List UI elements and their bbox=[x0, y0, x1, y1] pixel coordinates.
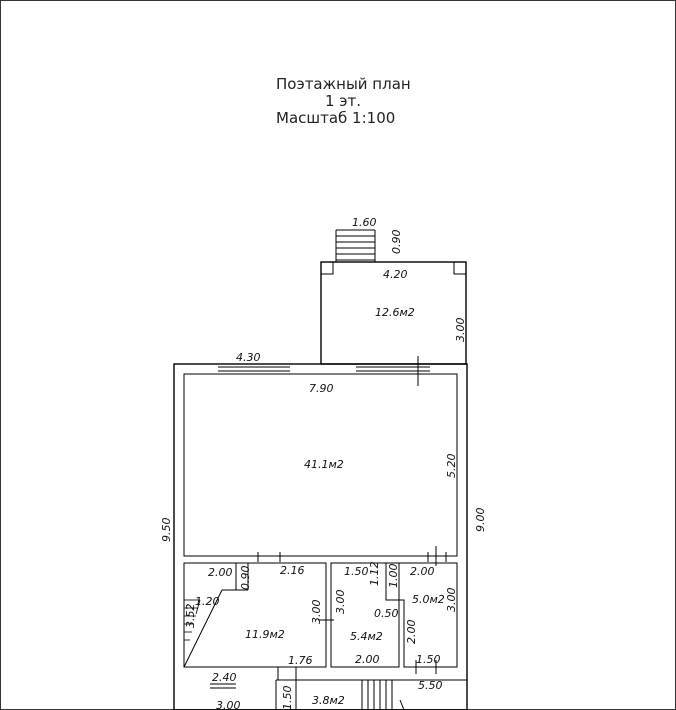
room-b-side-dim: 1.12 bbox=[368, 562, 381, 587]
room-a-stair-dim: 3.52 bbox=[184, 604, 197, 629]
room-a-door-dim: 1.76 bbox=[288, 654, 313, 667]
room-c-area-label: 5.0м2 bbox=[412, 593, 445, 606]
room-c bbox=[385, 562, 458, 674]
room-c-width-dim: 2.00 bbox=[410, 565, 435, 578]
room-a-small-dim: 0.90 bbox=[239, 566, 252, 591]
room-b-depth-dim: 3.00 bbox=[334, 590, 347, 615]
porch-width-dim: 4.20 bbox=[383, 268, 408, 281]
rear-block bbox=[275, 679, 467, 710]
corridor-area-label: 3.8м2 bbox=[312, 694, 345, 707]
room-a-side-dim: 1.20 bbox=[195, 595, 220, 608]
porch-area-label: 12.6м2 bbox=[375, 306, 415, 319]
room-b-width-dim: 1.50 bbox=[344, 565, 369, 578]
room-a-width-dim: 2.00 bbox=[208, 566, 233, 579]
main-hall-walls bbox=[173, 356, 468, 710]
floor-label: 1 эт. bbox=[325, 92, 361, 110]
plan-title: Поэтажный план bbox=[276, 75, 411, 93]
stair-width-dim: 1.60 bbox=[352, 216, 377, 229]
main-area-label: 41.1м2 bbox=[304, 458, 344, 471]
room-c-top-dim: 1.00 bbox=[387, 564, 400, 589]
room-b-bottom-dim: 2.00 bbox=[355, 653, 380, 666]
room-b bbox=[330, 562, 400, 668]
stair-depth-dim: 0.90 bbox=[390, 230, 403, 255]
room-a-area-label: 11.9м2 bbox=[245, 628, 285, 641]
corridor-width-dim: 1.50 bbox=[281, 686, 294, 710]
room-a-wall-dim: 2.16 bbox=[280, 564, 305, 577]
room-c-left-dim: 2.00 bbox=[405, 620, 418, 645]
bottom-left-dim: 3.00 bbox=[216, 699, 241, 710]
total-depth-dim: 9.50 bbox=[160, 518, 173, 543]
room-a bbox=[183, 562, 334, 689]
room-a-bottom-dim: 2.40 bbox=[212, 671, 237, 684]
top-wall-left-dim: 4.30 bbox=[236, 351, 261, 364]
main-depth-dim: 5.20 bbox=[445, 454, 458, 479]
bottom-right-dim: 5.50 bbox=[418, 679, 443, 692]
total-width-dim: 9.00 bbox=[474, 508, 487, 533]
porch-depth-dim: 3.00 bbox=[454, 318, 467, 343]
room-b-area-label: 5.4м2 bbox=[350, 630, 383, 643]
room-a-depth-dim: 3.00 bbox=[310, 600, 323, 625]
room-c-door-dim: 1.50 bbox=[416, 653, 441, 666]
room-c-gap-dim: 0.50 bbox=[374, 607, 399, 620]
room-c-depth-dim: 3.00 bbox=[445, 588, 458, 613]
main-width-dim: 7.90 bbox=[309, 382, 334, 395]
scale-label: Масштаб 1:100 bbox=[276, 109, 395, 127]
entrance-stairs bbox=[335, 229, 376, 262]
